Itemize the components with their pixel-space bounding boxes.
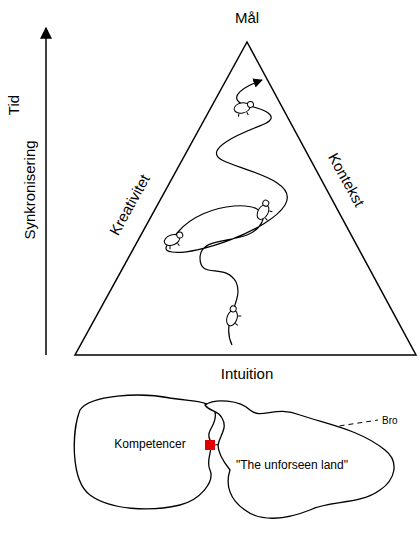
edge-label: Kontekst — [325, 150, 368, 209]
competence-region: Kompetencer — [66, 390, 221, 516]
axis-label: Synkronisering — [22, 140, 39, 239]
goal-label: Mål — [235, 10, 259, 27]
axis-label: Tid — [6, 95, 23, 115]
path-squiggle — [166, 80, 287, 345]
region-outline — [205, 401, 394, 518]
region-outline — [74, 395, 215, 509]
edge-label: Kreativitet — [107, 172, 154, 238]
walker-icons — [163, 101, 276, 328]
unforeseen-land-region: "The unforseen land" — [200, 396, 400, 526]
triangle — [75, 42, 416, 355]
base-label: Intuition — [221, 366, 274, 383]
region-outline — [66, 390, 221, 516]
bridge-label: Bro — [382, 415, 398, 426]
time-arrow — [45, 28, 47, 355]
region-label: "The unforseen land" — [236, 459, 348, 472]
region-label: Kompetencer — [114, 438, 185, 451]
